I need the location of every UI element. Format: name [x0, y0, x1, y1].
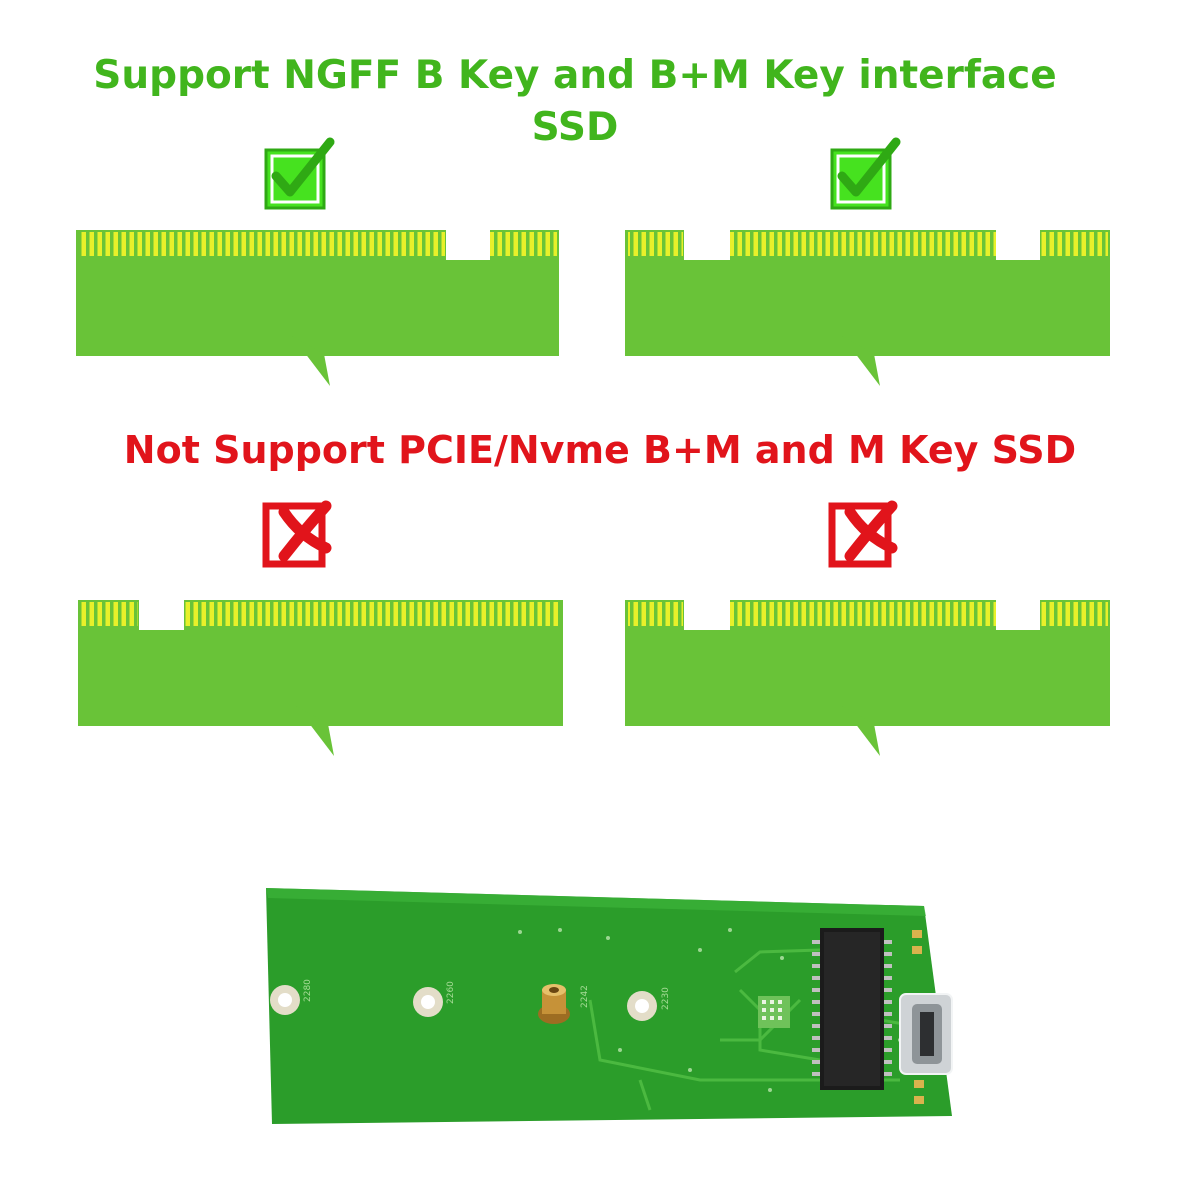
adapter-board-photo: 2280 2260 2242 2230 [266, 888, 953, 1124]
cross-icon [262, 500, 332, 568]
silk-label: 2230 [661, 987, 671, 1010]
card-m-key [78, 500, 563, 756]
not-supported-heading: Not Support PCIE/Nvme B+M and M Key SSD [123, 428, 1077, 472]
silk-label: 2242 [580, 985, 590, 1008]
mounting-hole [270, 985, 300, 1015]
cross-icon [828, 500, 898, 568]
brass-standoff [538, 984, 570, 1024]
card-b-m-key-nvme [625, 500, 1110, 756]
mounting-hole [413, 987, 443, 1017]
controller-chip [812, 928, 892, 1090]
card-b-key [76, 137, 559, 386]
usb-connector [899, 993, 953, 1075]
card-b-m-key [625, 137, 1110, 386]
supported-heading: Support NGFF B Key and B+M Key interface… [93, 53, 1057, 150]
silk-label: 2260 [446, 981, 456, 1004]
silk-label: 2280 [303, 979, 313, 1002]
check-icon [830, 137, 901, 210]
mounting-hole [627, 991, 657, 1021]
check-icon [264, 137, 335, 210]
